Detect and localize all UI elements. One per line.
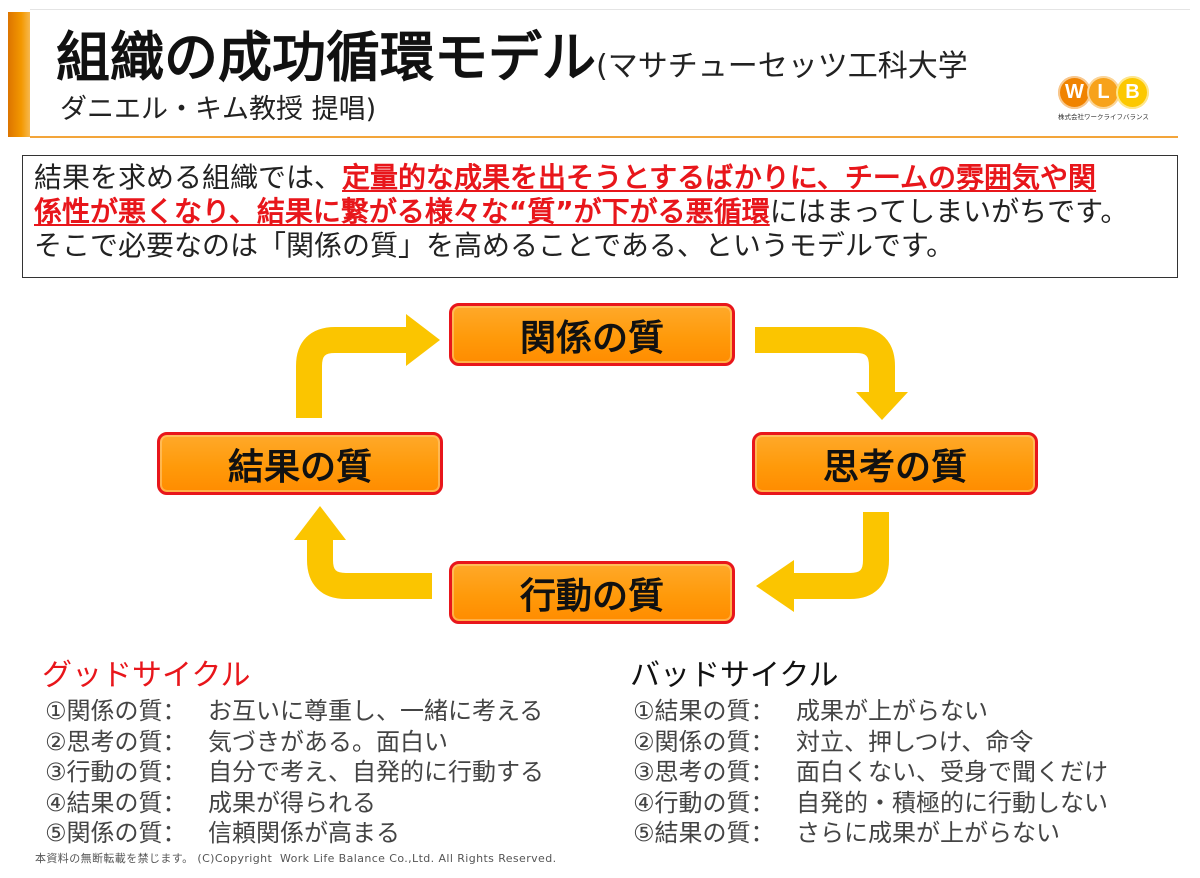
- logo-circle-b: B: [1116, 76, 1149, 109]
- cycle-box-relationship: 関係の質: [449, 303, 735, 366]
- item-text: 成果が上がらない: [796, 697, 988, 725]
- intro-highlight: 係性が悪くなり、結果に繋がる様々な“質”が下がる悪循環: [34, 195, 770, 228]
- item-label: ①結果の質：: [633, 697, 775, 725]
- intro-text: 結果を求める組織では、: [34, 161, 343, 194]
- list-item: ⑤結果の質： さらに成果が上がらない: [630, 818, 1185, 849]
- arrow-head: [294, 506, 346, 540]
- item-text: お互いに尊重し、一緒に考える: [208, 697, 544, 725]
- logo-company-name: 株式会社ワークライフバランス: [1058, 113, 1149, 121]
- logo-circle-l: L: [1087, 76, 1120, 109]
- arrow-head: [406, 314, 440, 366]
- title-line: 組織の成功循環モデル(マサチューセッツ工科大学: [56, 22, 968, 94]
- list-item: ①関係の質： お互いに尊重し、一緒に考える: [42, 696, 597, 727]
- bad-cycle-section: バッドサイクル ①結果の質： 成果が上がらない ②関係の質： 対立、押しつけ、命令 …: [630, 656, 1185, 849]
- item-text: 成果が得られる: [208, 788, 376, 817]
- subtitle-line-1: (マサチューセッツ工科大学: [596, 49, 968, 84]
- bad-cycle-list: ①結果の質： 成果が上がらない ②関係の質： 対立、押しつけ、命令 ③思考の質： 面白…: [630, 696, 1185, 849]
- arrow-relationship-to-thinking: [755, 327, 908, 420]
- intro-line-2: 係性が悪くなり、結果に繋がる様々な“質”が下がる悪循環にはまってしまいがちです。: [34, 195, 1169, 229]
- header-divider: [30, 136, 1178, 138]
- page-title: 組織の成功循環モデル: [56, 26, 596, 89]
- list-item: ④結果の質： 成果が得られる: [42, 788, 597, 819]
- arrow-shaft: [755, 327, 895, 394]
- cycle-box-results: 結果の質: [157, 432, 443, 495]
- item-label: ③行動の質：: [45, 758, 187, 786]
- arrow-shaft: [307, 538, 432, 599]
- list-item: ②関係の質： 対立、押しつけ、命令: [630, 727, 1185, 758]
- good-cycle-list: ①関係の質： お互いに尊重し、一緒に考える ②思考の質： 気づきがある。面白い ③行…: [42, 696, 597, 849]
- arrow-results-to-relationship: [296, 314, 440, 418]
- cycle-box-action: 行動の質: [449, 561, 735, 624]
- intro-highlight: 定量的な成果を出そうとするばかりに、チームの雰囲気や関: [342, 161, 1097, 194]
- header-accent-bar: [8, 12, 30, 137]
- company-logo: W L B 株式会社ワークライフバランス: [1052, 76, 1162, 126]
- item-label: ④行動の質：: [633, 788, 775, 817]
- item-label: ⑤関係の質：: [45, 819, 187, 847]
- logo-circle-w: W: [1058, 76, 1091, 109]
- arrow-head: [756, 560, 794, 612]
- arrow-shaft: [792, 512, 889, 599]
- good-cycle-title: グッドサイクル: [42, 658, 251, 693]
- item-text: 信頼関係が高まる: [208, 819, 400, 847]
- list-item: ③思考の質： 面白くない、受身で聞くだけ: [630, 757, 1185, 788]
- intro-box: 結果を求める組織では、定量的な成果を出そうとするばかりに、チームの雰囲気や関 係…: [22, 155, 1178, 278]
- item-text: 面白くない、受身で聞くだけ: [796, 758, 1108, 786]
- arrow-head: [856, 392, 908, 420]
- intro-line-3: そこで必要なのは「関係の質」を高めることである、というモデルです。: [34, 229, 955, 262]
- cycle-box-thinking: 思考の質: [752, 432, 1038, 495]
- item-label: ①関係の質：: [45, 697, 187, 725]
- list-item: ①結果の質： 成果が上がらない: [630, 696, 1185, 727]
- list-item: ③行動の質： 自分で考え、自発的に行動する: [42, 757, 597, 788]
- subtitle-line-2: ダニエル・キム教授 提唱): [60, 94, 377, 125]
- intro-line-1: 結果を求める組織では、定量的な成果を出そうとするばかりに、チームの雰囲気や関: [34, 161, 1169, 195]
- item-label: ②関係の質：: [633, 727, 775, 756]
- item-text: 自発的・積極的に行動しない: [796, 788, 1108, 817]
- item-label: ⑤結果の質：: [633, 819, 775, 847]
- copyright-notice: 本資料の無断転載を禁じます。 (C)Copyright Work Life Ba…: [35, 852, 557, 865]
- arrow-thinking-to-action: [756, 512, 889, 612]
- item-text: 自分で考え、自発的に行動する: [208, 758, 544, 786]
- item-text: 気づきがある。面白い: [208, 727, 448, 756]
- list-item: ②思考の質： 気づきがある。面白い: [42, 727, 597, 758]
- top-divider: [30, 9, 1190, 10]
- bad-cycle-title: バッドサイクル: [630, 658, 839, 693]
- list-item: ④行動の質： 自発的・積極的に行動しない: [630, 788, 1185, 819]
- arrow-action-to-results: [294, 506, 432, 599]
- item-label: ③思考の質：: [633, 758, 775, 786]
- good-cycle-section: グッドサイクル ①関係の質： お互いに尊重し、一緒に考える ②思考の質： 気づきがあ…: [42, 656, 597, 849]
- arrow-shaft: [296, 327, 410, 418]
- item-label: ④結果の質：: [45, 788, 187, 817]
- list-item: ⑤関係の質： 信頼関係が高まる: [42, 818, 597, 849]
- item-text: 対立、押しつけ、命令: [796, 727, 1034, 756]
- item-text: さらに成果が上がらない: [796, 819, 1060, 847]
- intro-text: にはまってしまいがちです。: [769, 195, 1129, 228]
- item-label: ②思考の質：: [45, 727, 187, 756]
